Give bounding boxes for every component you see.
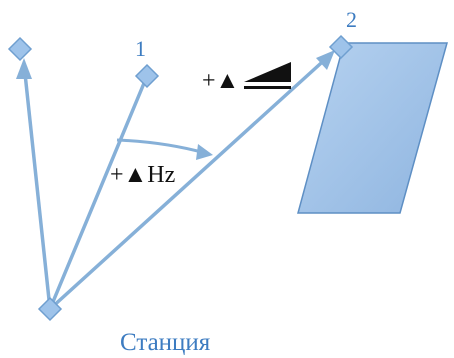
slope-distance-icon [244,62,291,89]
arrowhead-icon [16,58,32,79]
diamond-node-icon [328,34,354,60]
sight-line-point-1 [48,75,149,310]
distance-increment-label: +▲ [202,68,239,94]
point-1-label: 1 [135,36,146,61]
hz-increment-label: +▲Hz [110,162,175,188]
point-2-label: 2 [346,7,357,32]
sight-line-point-2 [48,53,332,311]
arrowhead-icon [316,50,335,70]
hz-prefix: +▲ [110,162,147,188]
hz-suffix: Hz [147,162,175,188]
diamond-node-icon [134,63,160,89]
diamond-node-icon [7,36,33,62]
station-label: Станция [120,329,211,356]
target-panel [297,42,448,214]
hz-angle-arc [116,138,206,155]
arrowhead-icon [196,144,213,160]
sight-line-left [22,63,52,310]
diamond-node-icon [37,296,63,322]
